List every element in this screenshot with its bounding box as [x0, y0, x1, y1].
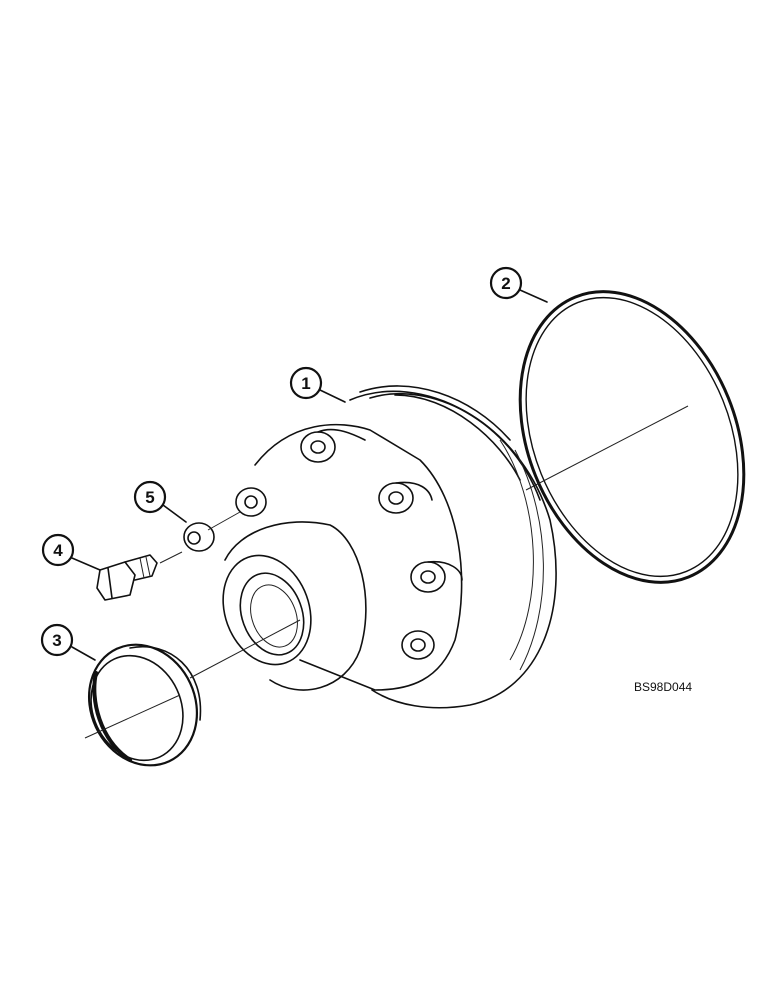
callout-5: 5 — [133, 480, 167, 514]
bolt-boss-2 — [378, 482, 414, 514]
bolt-boss-3 — [410, 561, 446, 593]
callout-3: 3 — [40, 623, 74, 657]
hub-housing — [222, 385, 557, 709]
bolt-boss-1 — [300, 431, 336, 463]
callout-1-label: 1 — [301, 374, 310, 393]
callout-4: 4 — [41, 533, 75, 567]
figure-code: BS98D044 — [634, 680, 692, 694]
callout-2-label: 2 — [501, 274, 510, 293]
assembly-lines — [84, 405, 689, 739]
washer — [183, 522, 215, 552]
callout-1: 1 — [289, 366, 323, 400]
bolt-boss-5 — [235, 487, 267, 517]
callout-2: 2 — [489, 266, 523, 300]
seal — [87, 643, 202, 767]
bolt-boss-4 — [401, 630, 435, 660]
callout-3-label: 3 — [52, 631, 61, 650]
callout-4-label: 4 — [53, 541, 63, 560]
bolt — [96, 554, 158, 601]
callout-5-label: 5 — [145, 488, 154, 507]
leader-lines — [71, 289, 548, 661]
o-ring-seal — [518, 290, 746, 584]
